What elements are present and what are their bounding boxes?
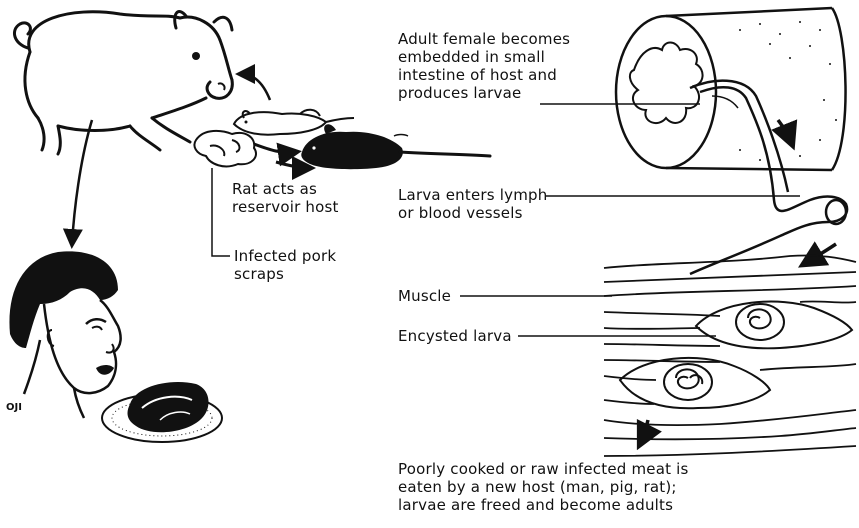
encysted-larva-cyst-lower	[620, 358, 770, 408]
muscle-fibers-illustration	[604, 255, 856, 456]
pig-eye	[192, 52, 200, 60]
white-rat-illustration	[234, 110, 354, 135]
label-line: Adult female becomes	[398, 30, 570, 48]
label-line: or blood vessels	[398, 204, 547, 222]
label-larva-enters: Larva enters lymph or blood vessels	[398, 186, 547, 222]
label-line: Rat acts as	[232, 180, 339, 198]
pork-scraps-illustration	[194, 131, 256, 167]
scraps-to-rat-arrow	[254, 144, 296, 153]
label-encysted-larva: Encysted larva	[398, 327, 512, 345]
pig-illustration	[14, 12, 232, 154]
encysted-larva-cyst-upper	[696, 302, 852, 349]
label-adult-female: Adult female becomes embedded in small i…	[398, 30, 570, 102]
label-line: embedded in small	[398, 48, 570, 66]
rat-to-pig-arrow	[240, 74, 270, 100]
label-line: larvae are freed and become adults	[398, 496, 689, 514]
label-line: Larva enters lymph	[398, 186, 547, 204]
intestine-flow-arrow	[778, 120, 792, 144]
label-line: reservoir host	[232, 198, 339, 216]
label-line: intestine of host and	[398, 66, 570, 84]
scraps-leader-line	[212, 168, 230, 256]
pig-to-human-arrow	[72, 120, 92, 244]
rat-cycle-arrow	[276, 162, 310, 168]
label-infected-scraps: Infected pork scraps	[234, 247, 336, 283]
label-rat-reservoir: Rat acts as reservoir host	[232, 180, 339, 216]
black-rat-illustration	[301, 124, 490, 169]
label-line: produces larvae	[398, 84, 570, 102]
vessel-flow-arrow	[804, 244, 836, 264]
label-line: scraps	[234, 265, 336, 283]
plate-of-meat-illustration	[102, 382, 222, 442]
woman-illustration	[9, 251, 120, 418]
label-line: eaten by a new host (man, pig, rat);	[398, 478, 689, 496]
artist-signature: OJI	[6, 402, 22, 413]
label-muscle: Muscle	[398, 287, 451, 305]
label-line: Poorly cooked or raw infected meat is	[398, 460, 689, 478]
label-line: Infected pork	[234, 247, 336, 265]
label-poorly-cooked: Poorly cooked or raw infected meat is ea…	[398, 460, 689, 514]
